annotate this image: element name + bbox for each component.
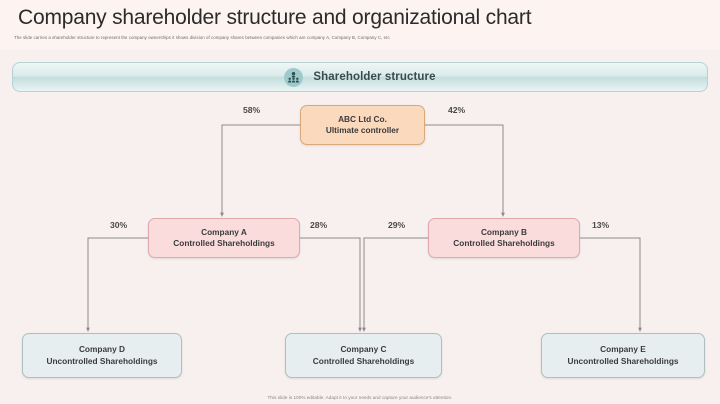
node-title: ABC Ltd Co. xyxy=(338,113,387,124)
edge-companyB-companyC xyxy=(362,237,428,332)
edge-abc-companyB xyxy=(425,124,505,217)
slide-header: Company shareholder structure and organi… xyxy=(0,0,720,50)
edge-abc-companyA xyxy=(220,124,300,217)
section-header-content: Shareholder structure xyxy=(284,67,436,87)
node-title: Company A xyxy=(201,226,247,237)
node-company-b[interactable]: Company B Controlled Shareholdings xyxy=(428,218,580,258)
node-title: Company D xyxy=(78,344,126,354)
node-title: Company E xyxy=(600,344,646,354)
node-company-e[interactable]: Company E Uncontrolled Shareholdings xyxy=(541,333,705,378)
page-title: Company shareholder structure and organi… xyxy=(18,6,532,29)
connector-lines xyxy=(86,124,642,332)
footer-note: This slide is 100% editable. Adapt it to… xyxy=(267,395,453,400)
node-company-c[interactable]: Company C Controlled Shareholdings xyxy=(285,333,442,378)
edge-label-companyB-companyE: 13% xyxy=(592,220,610,230)
edge-companyA-companyC xyxy=(300,237,362,332)
edge-label-companyA-companyC: 28% xyxy=(310,220,328,230)
section-header-label: Shareholder structure xyxy=(313,71,436,83)
edge-companyB-companyE xyxy=(580,237,642,332)
diagram-area: Shareholder structure xyxy=(0,50,720,404)
node-title: Company B xyxy=(480,226,528,237)
node-subtitle: Uncontrolled Shareholdings xyxy=(567,355,679,366)
node-company-d[interactable]: Company D Uncontrolled Shareholdings xyxy=(22,333,182,378)
node-company-a[interactable]: Company A Controlled Shareholdings xyxy=(148,218,300,258)
node-title: Company C xyxy=(340,344,387,354)
people-group-icon xyxy=(284,67,304,87)
node-subtitle: Controlled Shareholdings xyxy=(312,355,415,366)
edge-label-abc-companyA: 58% xyxy=(243,105,261,115)
edge-label-companyB-companyC: 29% xyxy=(388,220,406,230)
edge-label-abc-companyB: 42% xyxy=(448,105,466,115)
edge-companyA-companyD xyxy=(86,237,148,332)
node-subtitle: Controlled Shareholdings xyxy=(453,238,555,248)
edge-label-companyA-companyD: 30% xyxy=(110,220,128,230)
node-subtitle: Ultimate controller xyxy=(325,125,400,135)
node-subtitle: Controlled Shareholdings xyxy=(173,238,275,248)
node-subtitle: Uncontrolled Shareholdings xyxy=(46,355,158,366)
node-abc-ltd[interactable]: ABC Ltd Co. Ultimate controller xyxy=(300,105,425,145)
section-header-bar[interactable]: Shareholder structure xyxy=(12,62,708,92)
page-subtitle: The slide carries a shareholder structur… xyxy=(14,35,390,40)
